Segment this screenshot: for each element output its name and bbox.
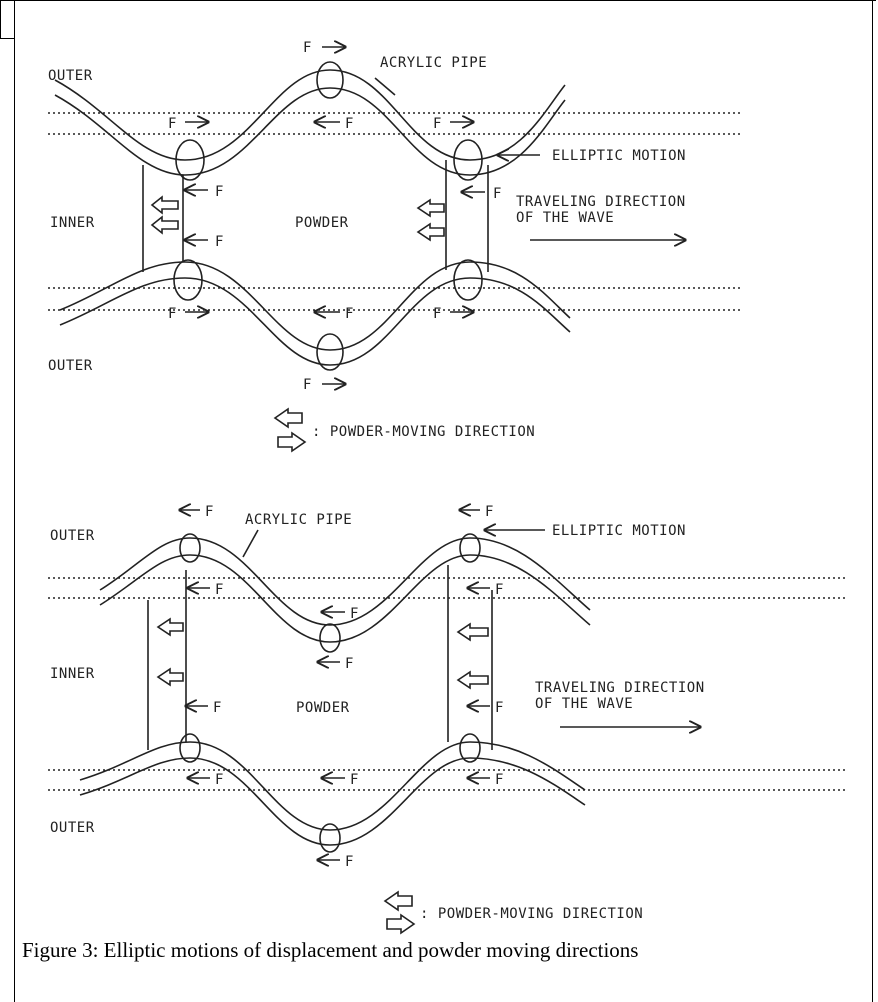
label-outer-bottom: OUTER: [50, 820, 95, 836]
label-powder: POWDER: [296, 700, 350, 716]
powder-arrow-left: [456, 622, 489, 642]
frame-right: [872, 0, 873, 1002]
upper-wall-outer: [99, 537, 591, 626]
powder-arrow-left: [156, 617, 184, 637]
lower-wall-inner: [79, 741, 586, 831]
legend-arrow-right: [386, 913, 416, 935]
label-force: F: [493, 186, 502, 202]
leader-acrylic-pipe: [374, 77, 396, 96]
ellipse-bottom-right: [459, 733, 481, 763]
label-legend: : POWDER-MOVING DIRECTION: [420, 906, 643, 922]
powder-arrow-left: [150, 195, 179, 215]
powder-arrow-left: [150, 215, 179, 235]
ellipse-top-crest: [316, 61, 344, 99]
ellipse-bottom-left: [179, 733, 201, 763]
figure-caption: Figure 3: Elliptic motions of displaceme…: [22, 938, 639, 962]
bottom-diagram-labels: F F ACRYLIC PIPE OUTER ELLIPTIC MOTION F…: [50, 504, 705, 922]
label-force: F: [350, 606, 359, 622]
ellipse-top-right: [459, 533, 481, 563]
ellipse-mid-trough: [319, 623, 341, 653]
powder-arrow-left: [416, 222, 445, 242]
legend-arrow-right: [277, 431, 307, 453]
lower-wall-outer: [59, 277, 571, 366]
legend-arrow-left: [383, 890, 413, 912]
powder-arrow-left: [156, 667, 184, 687]
label-force: F: [205, 504, 214, 520]
ellipse-top-left: [175, 139, 205, 181]
label-elliptic-motion: ELLIPTIC MOTION: [552, 148, 686, 164]
frame-left-stub: [0, 0, 1, 38]
label-force: F: [215, 184, 224, 200]
ellipse-top-left: [179, 533, 201, 563]
label-force: F: [433, 306, 442, 322]
label-inner: INNER: [50, 666, 95, 682]
label-legend: : POWDER-MOVING DIRECTION: [312, 424, 535, 440]
label-outer-bottom: OUTER: [48, 358, 93, 374]
top-diagram-labels: OUTER ACRYLIC PIPE F F F F ELLIPTIC MOTI…: [48, 40, 686, 440]
label-force: F: [485, 504, 494, 520]
label-powder: POWDER: [295, 215, 349, 231]
label-force: F: [345, 306, 354, 322]
powder-arrow-left: [456, 670, 489, 690]
legend-arrow-left: [273, 407, 303, 429]
label-force: F: [168, 116, 177, 132]
label-inner: INNER: [50, 215, 95, 231]
lower-wall-outer: [79, 757, 586, 846]
label-outer-top: OUTER: [48, 68, 93, 84]
powder-arrow-left: [416, 198, 445, 218]
lower-wall-inner: [59, 261, 571, 351]
label-acrylic-pipe: ACRYLIC PIPE: [380, 55, 487, 71]
label-force: F: [168, 306, 177, 322]
label-traveling-line2: OF THE WAVE: [516, 210, 614, 226]
label-force: F: [215, 582, 224, 598]
ellipse-bottom-trough: [319, 823, 341, 853]
label-outer-top: OUTER: [50, 528, 95, 544]
frame-left-tick: [0, 38, 14, 39]
label-force: F: [213, 700, 222, 716]
frame-inner-left: [14, 0, 15, 1002]
ellipse-bottom-left: [173, 259, 203, 301]
label-traveling-line1: TRAVELING DIRECTION: [535, 680, 705, 696]
label-force: F: [215, 772, 224, 788]
label-force: F: [345, 854, 354, 870]
label-force: F: [303, 377, 312, 393]
label-force: F: [495, 772, 504, 788]
label-elliptic-motion: ELLIPTIC MOTION: [552, 523, 686, 539]
ellipse-bottom-right: [453, 259, 483, 301]
label-force: F: [215, 234, 224, 250]
upper-wall-inner: [99, 554, 591, 643]
ellipse-top-right: [453, 139, 483, 181]
ellipse-bottom-trough: [316, 333, 344, 371]
label-force: F: [495, 700, 504, 716]
label-force: F: [350, 772, 359, 788]
leader-acrylic-pipe: [242, 529, 259, 558]
label-traveling-line2: OF THE WAVE: [535, 696, 633, 712]
bottom-diagram: [48, 510, 845, 935]
label-force: F: [433, 116, 442, 132]
label-force: F: [495, 582, 504, 598]
label-traveling-line1: TRAVELING DIRECTION: [516, 194, 686, 210]
label-force: F: [345, 656, 354, 672]
label-acrylic-pipe: ACRYLIC PIPE: [245, 512, 352, 528]
label-force: F: [303, 40, 312, 56]
top-diagram: [48, 47, 740, 453]
label-force: F: [345, 116, 354, 132]
upper-wall-inner: [54, 87, 566, 176]
upper-wall-outer: [54, 69, 566, 161]
